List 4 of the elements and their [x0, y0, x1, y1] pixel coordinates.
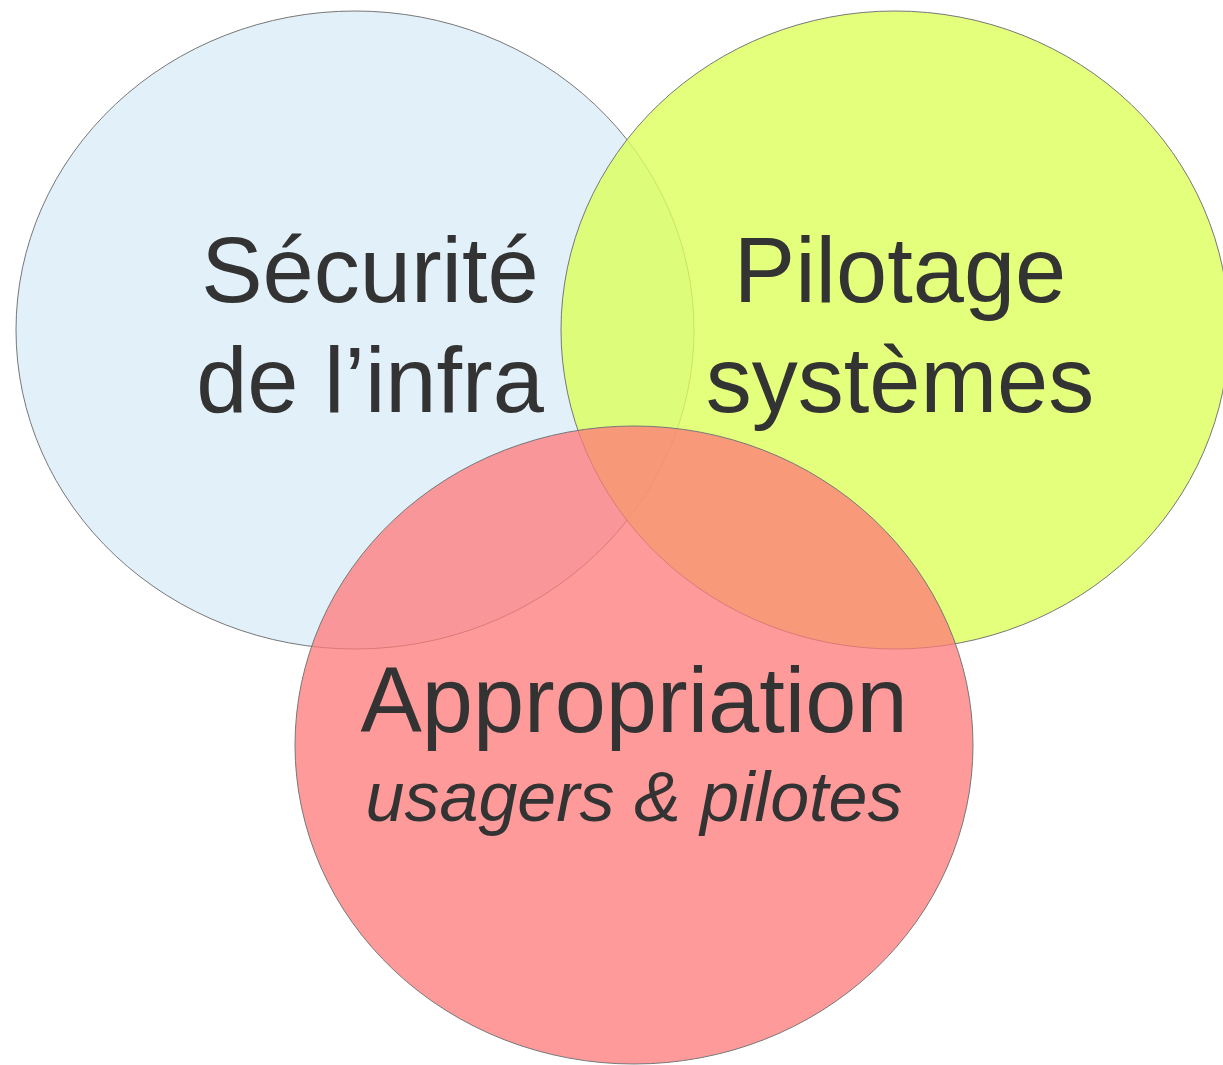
circle-label: Pilotage systèmes — [704, 218, 1096, 434]
circle-subtitle: usagers & pilotes — [364, 757, 904, 839]
circle-label: Appropriation — [359, 648, 909, 753]
circle-label: Sécurité de l’infra — [195, 218, 545, 434]
